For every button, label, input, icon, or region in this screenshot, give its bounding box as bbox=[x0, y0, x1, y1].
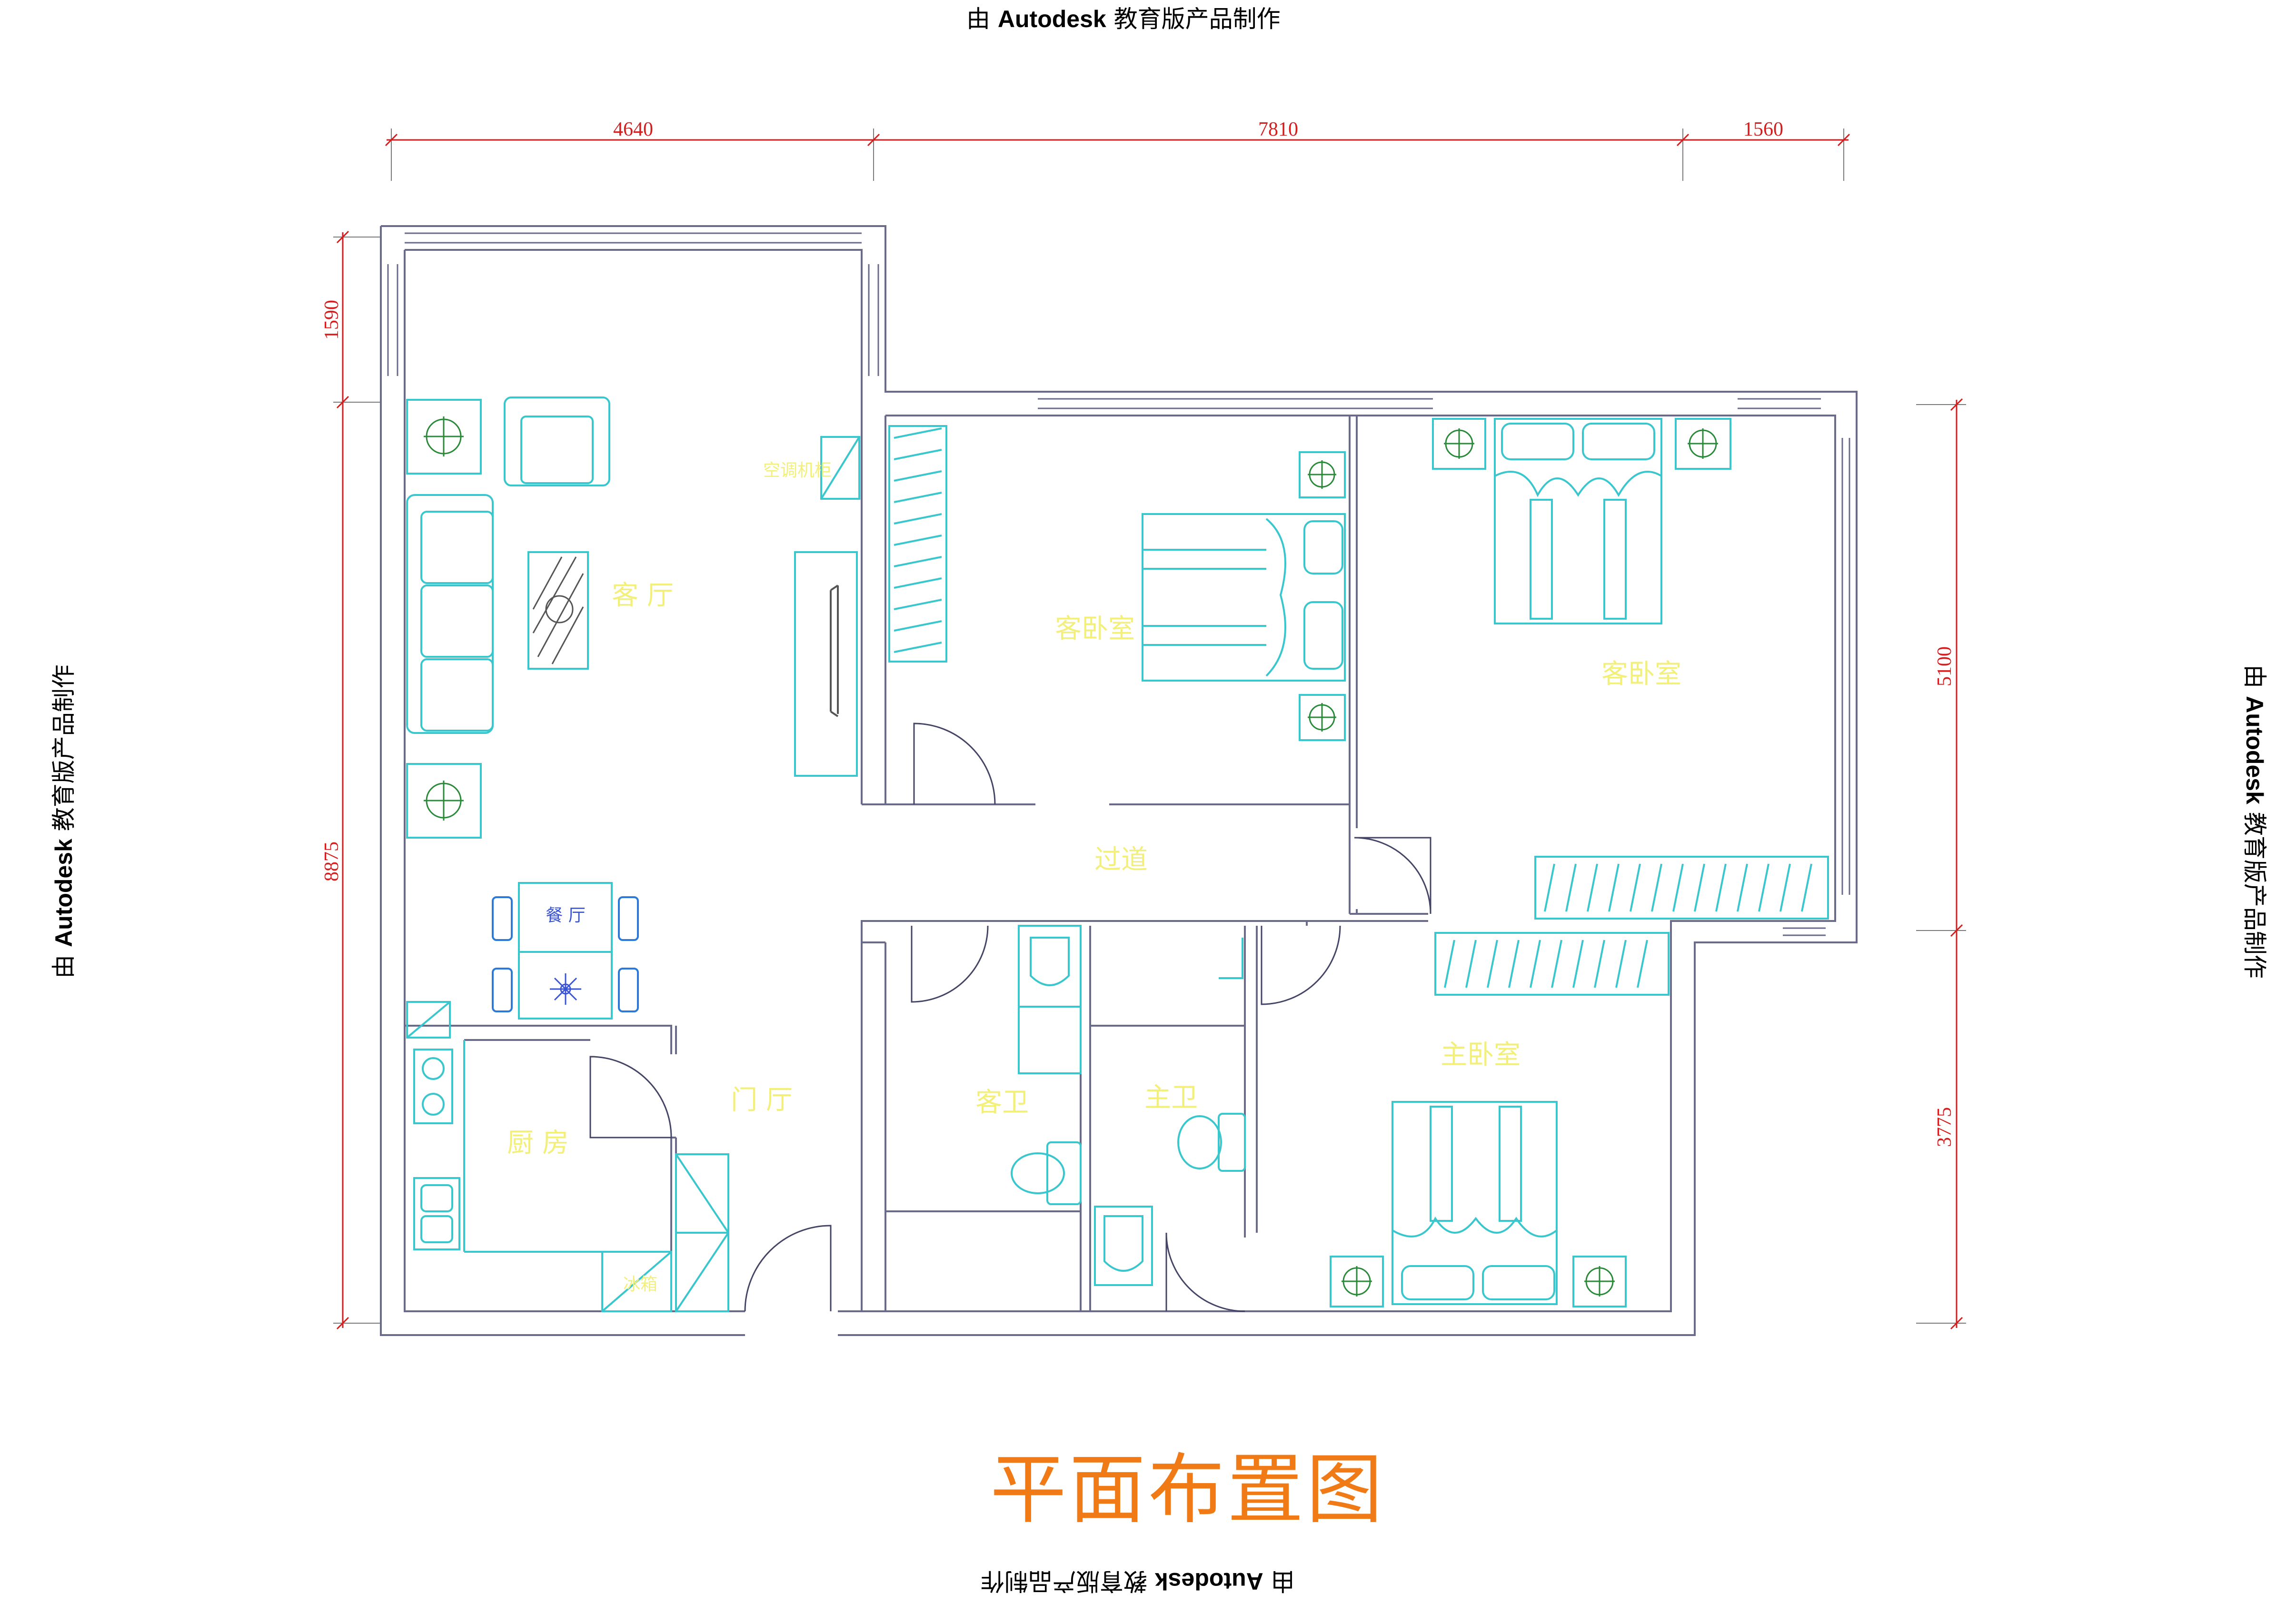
dim-top-2: 7810 bbox=[1258, 119, 1298, 140]
wardrobe-icon bbox=[1534, 856, 1829, 920]
plant-icon bbox=[1308, 703, 1336, 732]
tv-cabinet bbox=[794, 551, 858, 777]
toilet-icon bbox=[1011, 1141, 1082, 1205]
nightstand bbox=[1299, 451, 1346, 498]
toilet-icon bbox=[1177, 1113, 1246, 1172]
door-swing-icon bbox=[589, 1056, 672, 1139]
plant-icon bbox=[1688, 428, 1718, 459]
sink-icon bbox=[1030, 937, 1070, 986]
flower-icon bbox=[550, 973, 581, 1005]
label-corridor: 过道 bbox=[1094, 844, 1148, 875]
wardrobe-icon bbox=[888, 425, 947, 663]
label-living-room: 客 厅 bbox=[612, 580, 674, 611]
guest-bedroom-2-furniture bbox=[1432, 418, 1829, 920]
plant-icon bbox=[1342, 1266, 1372, 1297]
nightstand bbox=[1572, 1256, 1627, 1307]
bathroom-fixtures bbox=[1011, 925, 1246, 1286]
side-table bbox=[406, 399, 482, 475]
living-room-furniture bbox=[406, 396, 860, 839]
door-swing-icon bbox=[1165, 1232, 1245, 1312]
master-bedroom-furniture bbox=[1330, 932, 1670, 1307]
label-master-bath: 主卫 bbox=[1144, 1082, 1198, 1113]
wardrobe-icon bbox=[1434, 932, 1670, 996]
dim-left-1: 1590 bbox=[321, 300, 343, 340]
kitchen-furniture bbox=[406, 1001, 672, 1312]
stove-icon bbox=[413, 1049, 453, 1124]
coffee-table bbox=[527, 551, 589, 670]
label-master-bedroom: 主卧室 bbox=[1441, 1040, 1521, 1070]
nightstand bbox=[1330, 1256, 1384, 1307]
label-foyer: 门 厅 bbox=[731, 1085, 793, 1116]
ac-cabinet bbox=[820, 436, 860, 500]
door-swing-icon bbox=[744, 1225, 832, 1312]
watermark-prefix: 由 bbox=[966, 5, 990, 33]
label-dining: 餐 厅 bbox=[546, 906, 585, 925]
fridge bbox=[601, 1251, 672, 1312]
plant-icon bbox=[424, 416, 464, 456]
nightstand bbox=[1299, 694, 1346, 741]
bed-icon bbox=[1142, 513, 1346, 682]
corner-cabinet bbox=[406, 1001, 451, 1039]
label-guest-bedroom-1: 客卧室 bbox=[1055, 614, 1135, 644]
tap-icon bbox=[1219, 938, 1243, 979]
label-kitchen: 厨 房 bbox=[507, 1128, 569, 1158]
dining-furniture bbox=[492, 882, 639, 1020]
bed-icon bbox=[1392, 1101, 1558, 1305]
dining-table bbox=[518, 882, 613, 1020]
dim-left-2: 8875 bbox=[321, 842, 343, 881]
dim-right-2: 3775 bbox=[1934, 1107, 1956, 1147]
dim-top-1: 4640 bbox=[613, 119, 653, 140]
dimension-lines bbox=[333, 129, 1966, 1330]
foyer-cabinet bbox=[675, 1153, 729, 1312]
nightstand bbox=[1432, 418, 1486, 470]
armchair-icon bbox=[504, 396, 610, 486]
door-swing-icon bbox=[911, 925, 989, 1003]
plant-icon bbox=[424, 781, 464, 821]
dining-chairs bbox=[492, 896, 639, 1012]
walls bbox=[380, 225, 1858, 1336]
door-swing-icon bbox=[1261, 925, 1341, 1005]
label-fridge: 冰箱 bbox=[623, 1275, 657, 1294]
plan-title: 平面布置图 bbox=[990, 1445, 1386, 1534]
shower bbox=[1018, 925, 1082, 1074]
watermark-top: 由 Autodesk 教育版产品制作 bbox=[966, 0, 1281, 34]
nightstand bbox=[1675, 418, 1731, 470]
plant-icon bbox=[1444, 428, 1474, 459]
watermark-brand: Autodesk bbox=[997, 6, 1106, 32]
dim-right-1: 5100 bbox=[1934, 646, 1956, 686]
side-table bbox=[406, 763, 482, 839]
plant-icon bbox=[1584, 1266, 1615, 1297]
guest-bedroom-1-furniture bbox=[888, 425, 1346, 741]
dim-top-3: 1560 bbox=[1743, 119, 1783, 140]
sofa-icon bbox=[406, 494, 494, 734]
door-swing-icon bbox=[913, 723, 996, 805]
sink-icon bbox=[413, 1177, 460, 1250]
watermark-suffix: 教育版产品制作 bbox=[1113, 5, 1281, 33]
label-ac-cabinet: 空调机柜 bbox=[763, 461, 832, 480]
label-guest-bath: 客卫 bbox=[975, 1087, 1029, 1118]
sink-icon bbox=[1094, 1206, 1153, 1286]
bed-icon bbox=[1494, 418, 1662, 624]
label-guest-bedroom-2: 客卧室 bbox=[1601, 659, 1681, 690]
doors bbox=[589, 723, 1431, 1312]
tv-icon bbox=[830, 584, 839, 717]
plant-icon bbox=[1308, 460, 1336, 489]
door-swing-icon bbox=[1354, 837, 1431, 914]
